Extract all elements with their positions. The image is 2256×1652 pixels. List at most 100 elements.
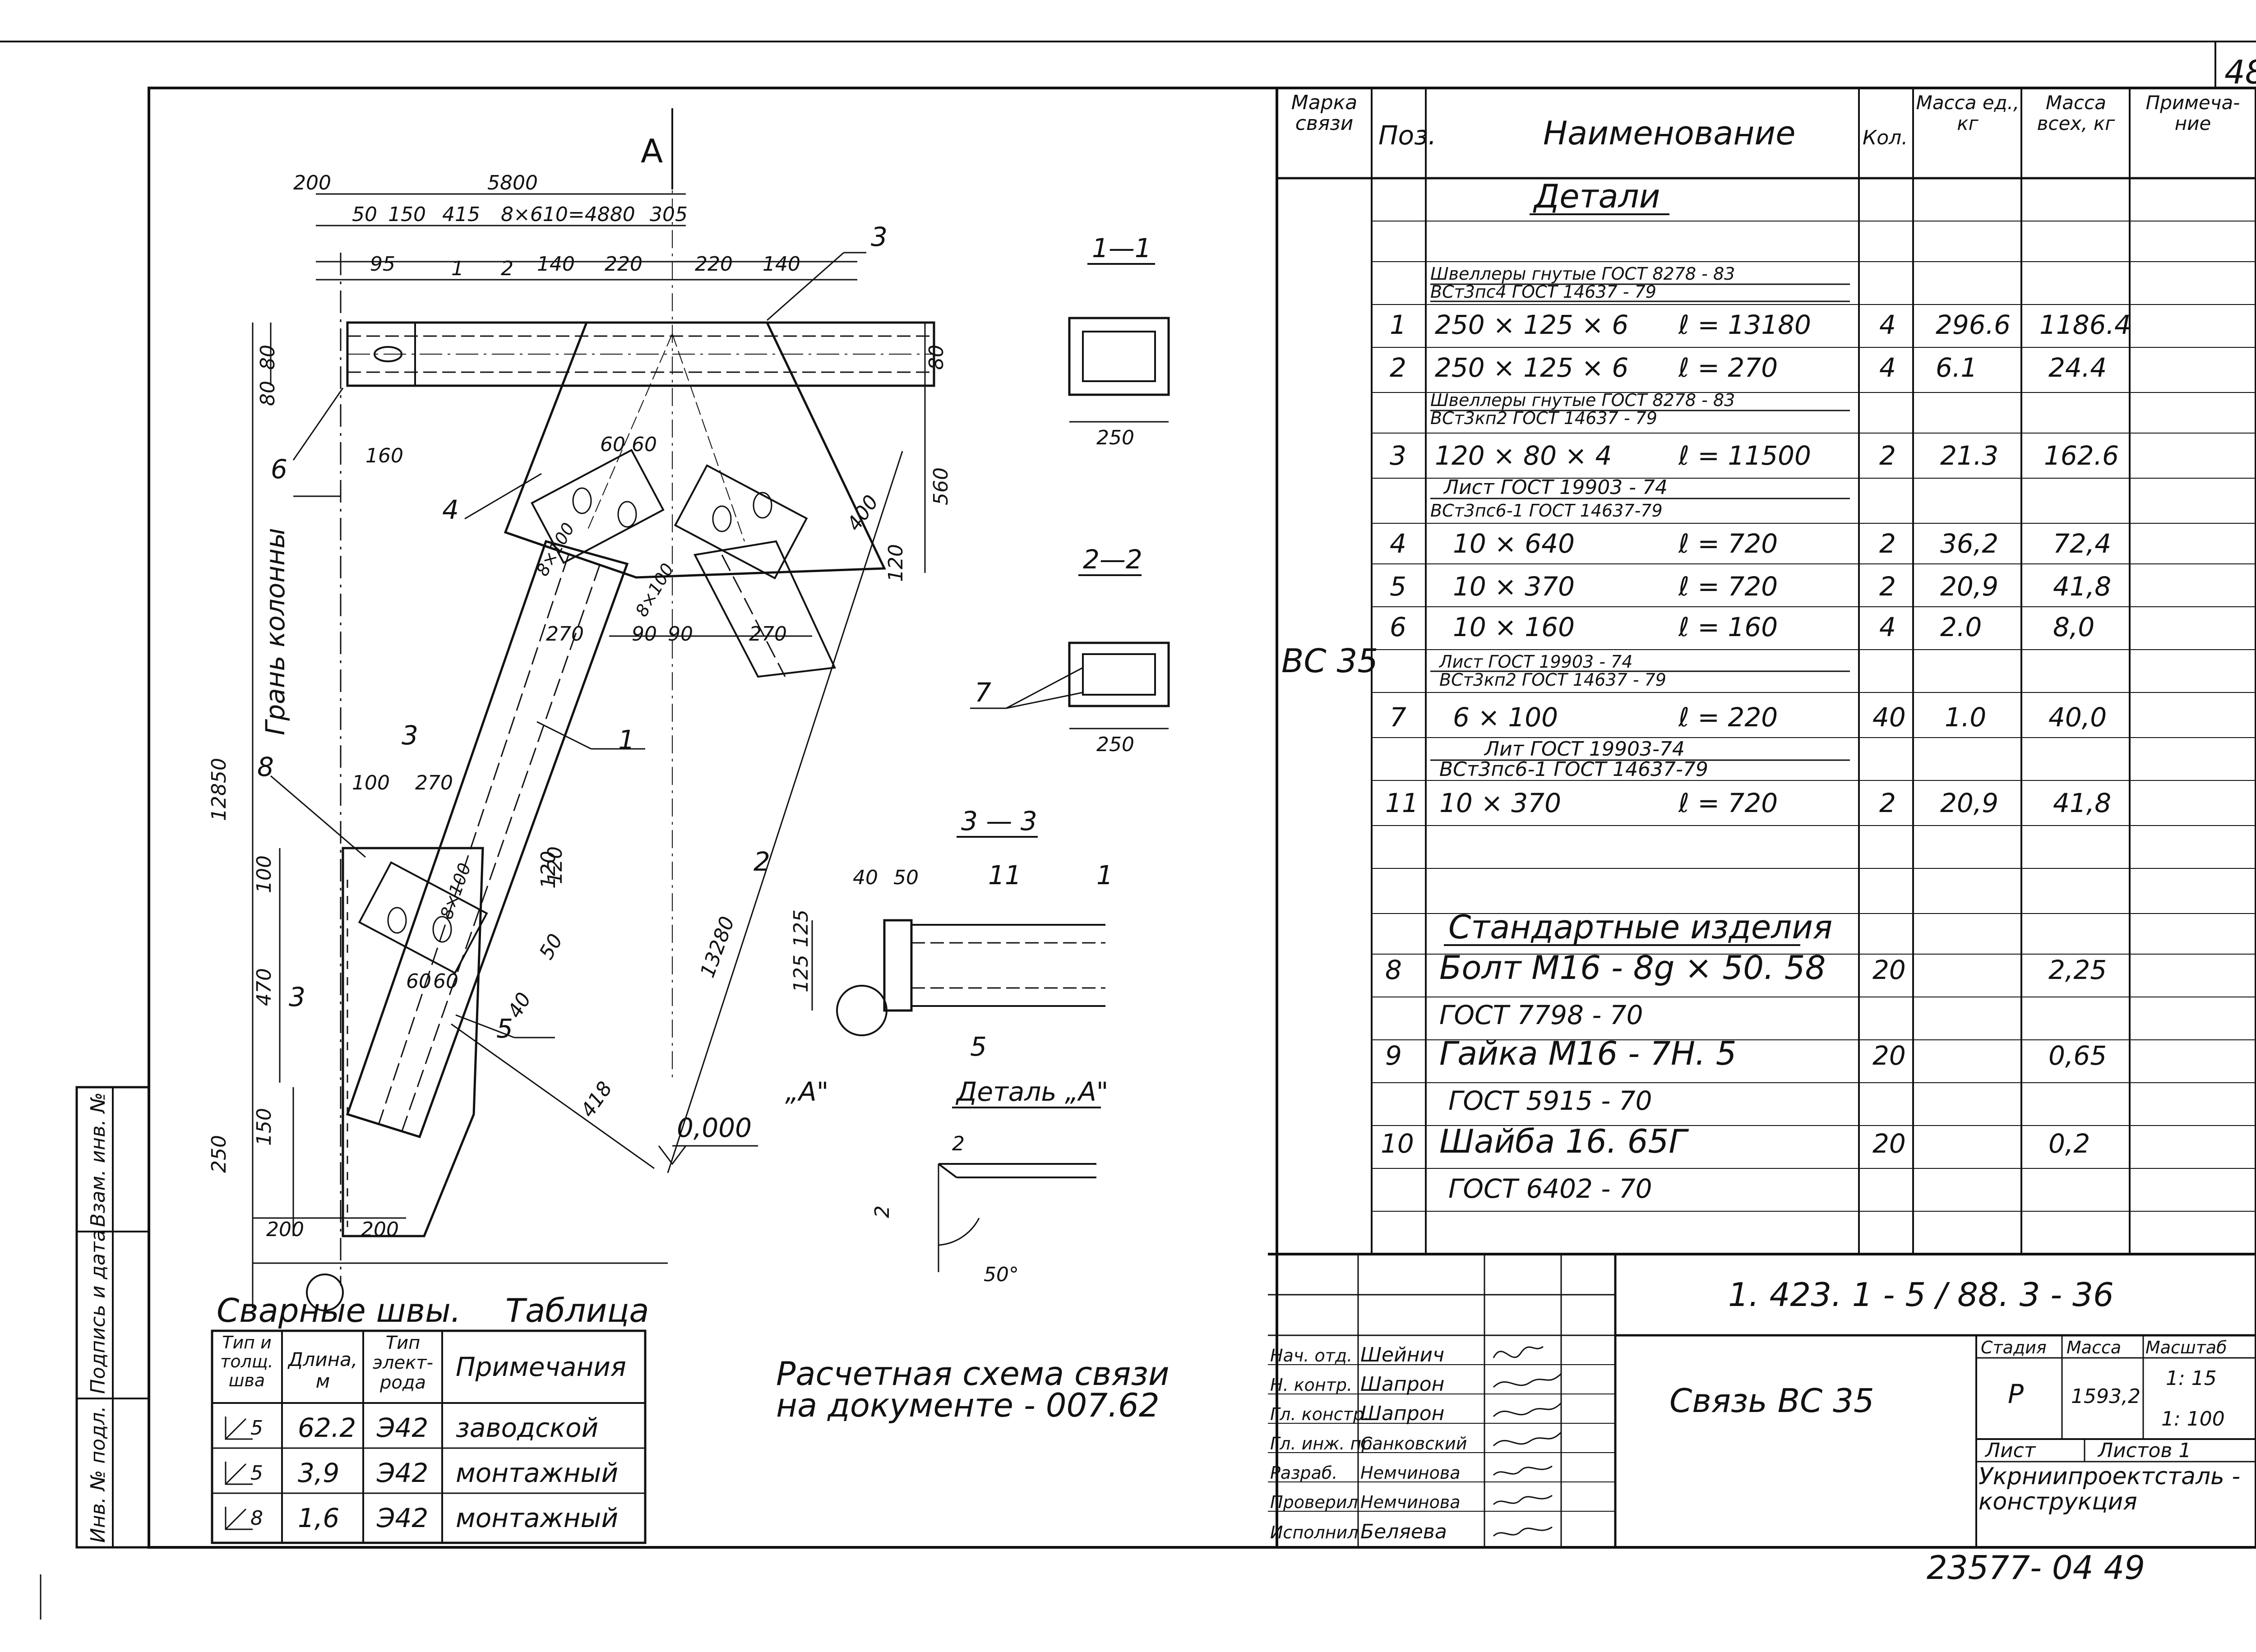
section-3-mark-2: 2: [754, 846, 770, 877]
spec-row-7-length: ℓ = 220: [1678, 702, 1778, 733]
spec-row-6-sub2: ВСт3кп2 ГОСТ 14637 - 79: [1439, 670, 1666, 690]
section-1-title: 1—1: [1092, 233, 1151, 263]
spec-row-0-name2: ВСт3пс4 ГОСТ 14637 - 79: [1430, 282, 1656, 302]
spec-row-5-unit: 20,9: [1940, 571, 1998, 602]
spec-row-2-sub2: ВСт3кп2 ГОСТ 14637 - 79: [1430, 408, 1657, 428]
section-3-3: 3 — 3 40 50 125 125 2 11 1 5 „А": [754, 806, 1113, 1107]
section-mark-2: 2: [501, 257, 513, 280]
spec-row-6-unit: 2.0: [1940, 612, 1982, 642]
spec-row-11-pos: 11: [1385, 788, 1419, 818]
dim-90b: 90: [668, 623, 693, 646]
spec-row-7-total: 40,0: [2048, 702, 2107, 733]
mark-5: 5: [496, 1013, 513, 1044]
role-5: Разраб.: [1270, 1463, 1337, 1483]
dim-95: 95: [370, 253, 395, 276]
weld-table-title-left: Сварные швы.: [217, 1292, 461, 1329]
section-2-width: 250: [1096, 733, 1134, 756]
spec-row-10-pos: 10: [1381, 1128, 1414, 1159]
scheme-note-2: на документе - 007.62: [776, 1386, 1160, 1424]
section-3-dim-40: 40: [853, 866, 878, 889]
weld-header-electrode: Тип элект-рода: [372, 1333, 434, 1393]
weld-table-title-right: Таблица: [505, 1292, 649, 1329]
drawing-title: Связь ВС 35: [1669, 1382, 1874, 1420]
role-7: Исполнил: [1270, 1523, 1359, 1542]
spec-row-5-name: 10 × 370: [1453, 571, 1575, 602]
spec-row-7-pos: 7: [1390, 702, 1406, 733]
spec-header-pos: Поз.: [1378, 120, 1436, 151]
spec-row-3-pos: 3: [1390, 440, 1406, 471]
dim-560: 560: [929, 467, 952, 505]
role-6: Проверил: [1270, 1492, 1358, 1512]
weld-row-1-electrode: Э42: [376, 1412, 428, 1443]
stamp-replace-label: Взам. инв. №: [87, 1092, 110, 1227]
spec-row-8-total: 2,25: [2048, 955, 2107, 985]
spec-row-3-sub1: Лист ГОСТ 19903 - 74: [1443, 476, 1668, 499]
spec-row-1-pos: 1: [1390, 309, 1406, 340]
dim-418: 418: [576, 1077, 617, 1121]
dim-140b: 140: [763, 253, 800, 276]
spec-header-mark: Марка связи: [1291, 92, 1358, 135]
spec-row-8-name: Болт М16 - 8g × 50. 58: [1439, 949, 1826, 987]
detail-a-title: Деталь „А": [955, 1076, 1108, 1107]
role-4: Гл. инж. пр.: [1270, 1434, 1378, 1454]
dim-90a: 90: [632, 623, 657, 646]
role-3: Гл. констр.: [1270, 1404, 1369, 1424]
spec-row-8-pos: 8: [1385, 955, 1402, 985]
weld-row-3-electrode: Э42: [376, 1503, 428, 1533]
dim-200: 200: [293, 171, 331, 194]
name-2: Шапрон: [1360, 1373, 1444, 1396]
dim-220b: 220: [695, 253, 733, 276]
dim-150: 150: [253, 1108, 276, 1146]
spec-row-7-name: 6 × 100: [1453, 702, 1558, 733]
section-3-mark-11: 11: [988, 860, 1022, 891]
section-2-2: 2—2 7 250: [970, 544, 1170, 756]
spec-row-11-length: ℓ = 720: [1678, 788, 1778, 818]
dim-50-slope: 50: [535, 930, 567, 964]
spec-row-3-unit: 21.3: [1940, 440, 1998, 471]
dim-5800: 5800: [487, 171, 538, 194]
dim-305: 305: [650, 203, 688, 226]
dim-270a: 270: [546, 623, 584, 646]
title-block: 1. 423. 1 - 5 / 88. 3 - 36 Связь ВС 35 С…: [1268, 1253, 2256, 1547]
weld-row-2-length: 3,9: [298, 1458, 339, 1488]
spec-row-2-length: ℓ = 270: [1678, 352, 1778, 383]
spec-row-9-gost: ГОСТ 5915 - 70: [1448, 1085, 1652, 1116]
scale-value-2: 1: 100: [2161, 1407, 2225, 1431]
spec-row-6-pos: 6: [1390, 612, 1406, 642]
spec-row-3-qty: 2: [1879, 440, 1896, 471]
spec-row-6-total: 8,0: [2053, 612, 2094, 642]
doc-code: 1. 423. 1 - 5 / 88. 3 - 36: [1728, 1276, 2114, 1314]
spec-header-name: Наименование: [1543, 114, 1796, 152]
section-3-mark-5: 5: [970, 1031, 987, 1062]
spec-row-6-qty: 4: [1879, 612, 1896, 642]
name-7: Беляева: [1360, 1520, 1447, 1543]
spec-row-7-sub2: ВСт3пс6-1 ГОСТ 14637-79: [1439, 758, 1708, 781]
spec-row-5-qty: 2: [1879, 571, 1896, 602]
spec-row-7-qty: 40: [1872, 702, 1906, 733]
sheet-label: Лист: [1984, 1439, 2036, 1462]
mark-8: 8: [257, 752, 274, 782]
mark-6: 6: [271, 454, 287, 485]
detail-a-dim-2a: 2: [952, 1132, 965, 1155]
weld-row-1-note: заводской: [456, 1412, 598, 1443]
mark-3: 3: [871, 221, 888, 252]
dim-415: 415: [442, 203, 480, 226]
weld-row-3-length: 1,6: [298, 1503, 339, 1533]
spec-row-9-pos: 9: [1385, 1040, 1402, 1071]
spec-row-6-sub1: Лист ГОСТ 19903 - 74: [1438, 652, 1632, 672]
section-2-mark-7: 7: [975, 677, 991, 708]
spec-row-3-length: ℓ = 11500: [1678, 440, 1811, 471]
column-face-label: Грань колонны: [260, 528, 291, 735]
left-stamp: Инв. № подл. Подпись и дата Взам. инв. №: [75, 1086, 150, 1549]
dim-8x100-c: 8×100: [436, 860, 475, 922]
section-3-title: 3 — 3: [961, 806, 1037, 836]
spec-row-7-unit: 1.0: [1945, 702, 1986, 733]
section-mark-3-top: 3: [402, 720, 418, 751]
spec-row-4-total: 72,4: [2053, 528, 2111, 559]
weld-header-length: Длина, м: [288, 1349, 358, 1392]
spec-row-1-name: 250 × 125 × 6: [1435, 309, 1628, 340]
spec-row-4-unit: 36,2: [1940, 528, 1998, 559]
dim-120-left: 120: [537, 851, 560, 889]
stage-value: Р: [2008, 1379, 2024, 1409]
mark-1: 1: [618, 724, 635, 755]
